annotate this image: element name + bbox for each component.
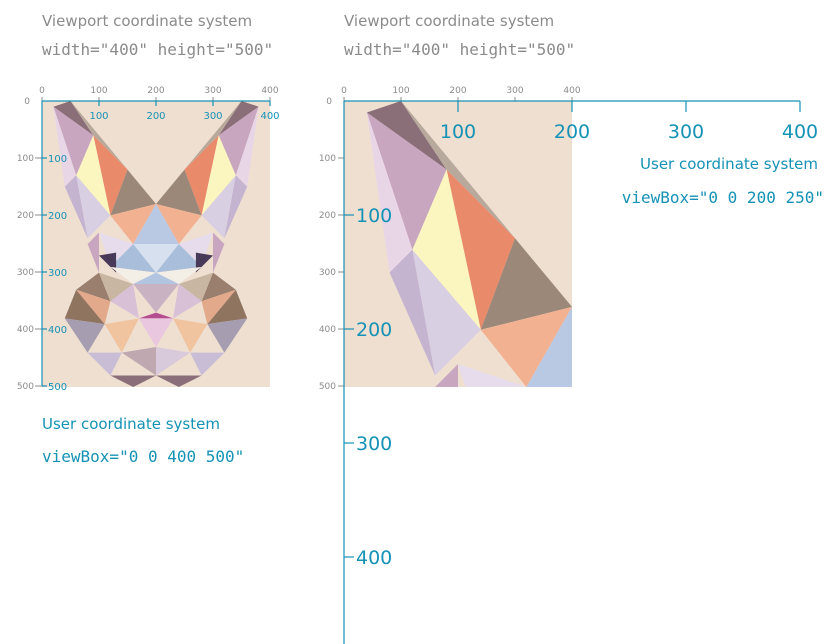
right-viewport-y-tick: 200 <box>319 211 336 221</box>
right-user-y-tick: 200 <box>356 319 392 341</box>
left-rabbit-image <box>42 101 270 387</box>
right-viewport-attrs: width="400" height="500" <box>344 40 575 59</box>
left-viewport-y-tick: 300 <box>17 268 34 278</box>
left-viewport-y-tick: 500 <box>17 382 34 392</box>
left-viewport-y-tick: 0 <box>24 97 30 107</box>
left-viewport-title: Viewport coordinate system <box>42 12 252 30</box>
right-user-x-tick: 400 <box>782 121 818 143</box>
left-user-x-tick: 400 <box>260 111 279 122</box>
right-viewport-x-tick: 400 <box>563 86 580 96</box>
right-viewport-y-tick: 0 <box>326 97 332 107</box>
right-viewport-y-tick: 400 <box>319 325 336 335</box>
right-user-title: User coordinate system <box>640 155 818 173</box>
right-user-axes <box>343 100 801 644</box>
right-user-viewbox: viewBox="0 0 200 250" <box>622 188 824 207</box>
right-viewport-x-tick: 100 <box>392 86 409 96</box>
left-viewport-x-tick: 300 <box>204 86 221 96</box>
right-user-x-tick: 100 <box>440 121 476 143</box>
right-user-x-tick: 300 <box>668 121 704 143</box>
left-viewport-x-tick: 200 <box>147 86 164 96</box>
right-user-y-tick: 300 <box>356 433 392 455</box>
left-user-x-tick: 100 <box>89 111 108 122</box>
right-viewport-y-tick: 100 <box>319 154 336 164</box>
left-user-x-tick: 200 <box>146 111 165 122</box>
right-viewport-x-tick: 200 <box>449 86 466 96</box>
left-user-y-tick: 300 <box>48 268 67 279</box>
left-user-y-tick: 200 <box>48 211 67 222</box>
left-viewport-y-tick: 400 <box>17 325 34 335</box>
right-user-y-tick: 100 <box>356 205 392 227</box>
left-viewport-x-tick: 100 <box>90 86 107 96</box>
left-viewport-y-tick: 100 <box>17 154 34 164</box>
right-viewport-y-tick: 300 <box>319 268 336 278</box>
right-user-y-tick: 400 <box>356 547 392 569</box>
right-viewport-y-tick: 500 <box>319 382 336 392</box>
left-user-y-tick: 500 <box>48 382 67 393</box>
right-rabbit-image <box>344 101 572 387</box>
right-viewport-x-tick: 0 <box>341 86 347 96</box>
left-viewport-x-axis <box>41 97 271 101</box>
left-user-x-tick: 300 <box>203 111 222 122</box>
left-viewport-attrs: width="400" height="500" <box>42 40 273 59</box>
left-user-title: User coordinate system <box>42 415 220 433</box>
left-panel: Viewport coordinate system width="400" h… <box>17 12 280 466</box>
right-viewport-title: Viewport coordinate system <box>344 12 554 30</box>
left-viewport-x-tick: 0 <box>39 86 45 96</box>
left-viewport-x-tick: 400 <box>261 86 278 96</box>
left-user-viewbox: viewBox="0 0 400 500" <box>42 447 244 466</box>
left-viewport-y-tick: 200 <box>17 211 34 221</box>
right-viewport-x-tick: 300 <box>506 86 523 96</box>
left-user-y-tick: 100 <box>48 154 67 165</box>
right-panel: Viewport coordinate system width="400" h… <box>319 12 824 644</box>
left-user-y-tick: 400 <box>48 325 67 336</box>
right-viewport-x-axis <box>343 97 573 101</box>
left-user-axes <box>41 100 271 387</box>
right-user-x-tick: 200 <box>554 121 590 143</box>
